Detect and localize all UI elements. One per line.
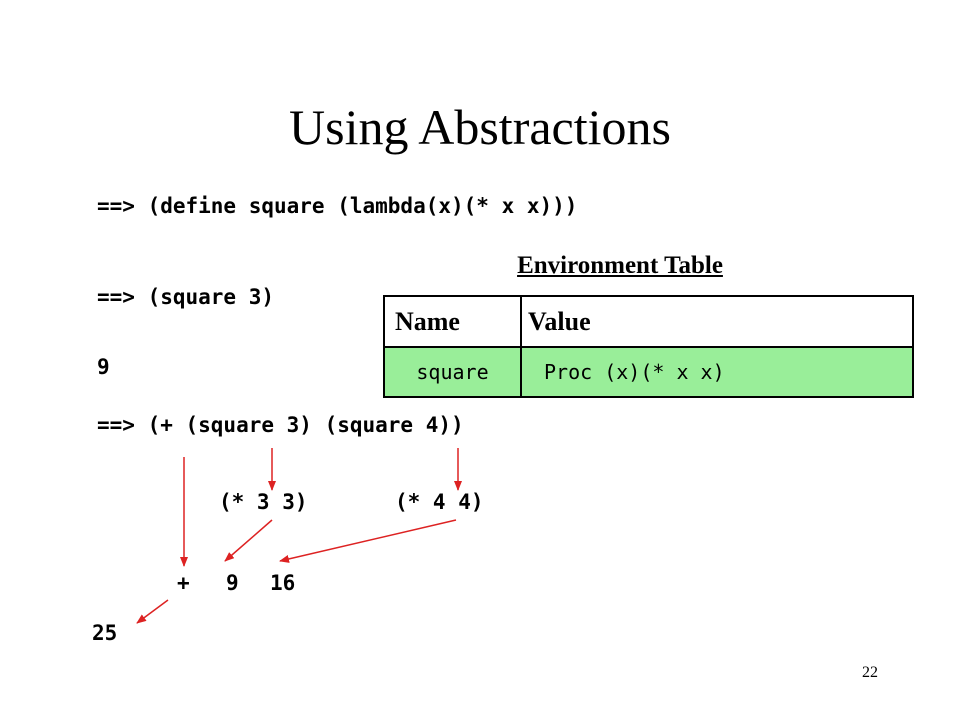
page-number: 22 xyxy=(862,664,878,681)
slide-title: Using Abstractions xyxy=(289,99,671,155)
value-nine: 9 xyxy=(226,571,239,595)
header-name: Name xyxy=(384,296,522,347)
environment-table-caption: Environment Table xyxy=(517,252,723,279)
arrow-to-final xyxy=(136,599,169,624)
header-value: Value xyxy=(521,296,913,347)
environment-table-header: Name Value xyxy=(384,296,913,347)
expansion-square-4: (* 4 4) xyxy=(395,490,484,514)
row-value-cell: Proc (x)(* x x) xyxy=(521,346,913,397)
sum-call-line: ==> (+ (square 3) (square 4)) xyxy=(97,413,464,437)
environment-table: Name Value square Proc (x)(* x x) xyxy=(383,295,914,398)
arrow-expand4-to-sixteen xyxy=(279,519,457,563)
square-call-line: ==> (square 3) xyxy=(97,285,275,309)
plus-operator: + xyxy=(177,571,190,595)
define-line: ==> (define square (lambda(x)(* x x))) xyxy=(97,194,578,218)
expansion-square-3: (* 3 3) xyxy=(219,490,308,514)
row-name-cell: square xyxy=(384,346,522,397)
result-nine: 9 xyxy=(97,355,110,379)
final-result: 25 xyxy=(92,621,118,645)
value-sixteen: 16 xyxy=(270,571,296,595)
table-row: square Proc (x)(* x x) xyxy=(384,346,913,397)
arrow-expand3-to-nine xyxy=(224,519,273,562)
